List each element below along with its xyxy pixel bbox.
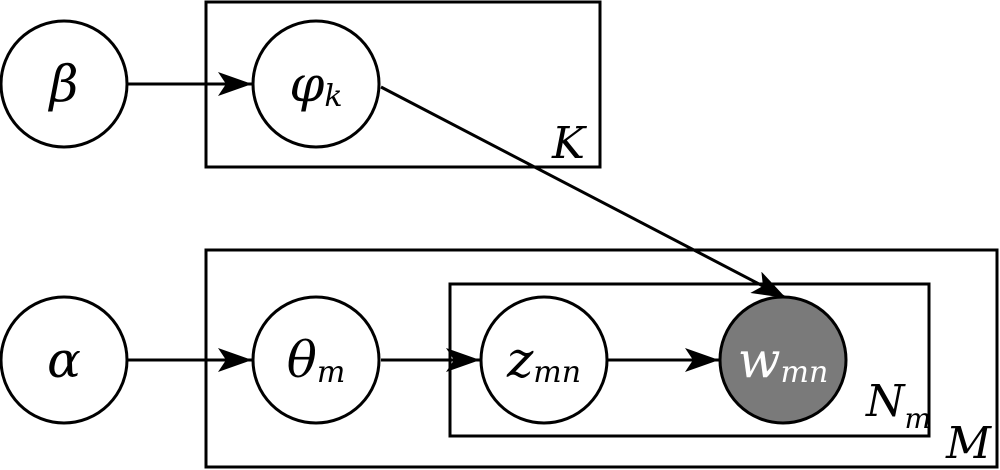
svg-text:θm: θm [287,331,346,390]
svg-text:K: K [551,118,587,169]
svg-text:α: α [47,331,81,389]
svg-text:β: β [48,55,79,113]
node-w-subscript: mn [781,355,829,390]
svg-text:zmn: zmn [506,331,581,390]
svg-text:M: M [945,418,992,469]
edges [128,72,787,372]
node-theta-subscript: m [317,355,345,390]
node-beta: β [0,19,129,149]
node-z: zmn [479,295,609,425]
node-alpha: α [0,295,129,425]
node-theta: θm [251,295,381,425]
edge-phi-to-w [380,85,787,300]
node-w-observed: wmn [718,295,848,425]
node-beta-label: β [48,55,79,113]
plate-n-subscript: m [905,402,932,435]
svg-text:φk: φk [289,55,342,114]
plate-n-label: N [865,376,906,427]
plate-k-label: K [551,118,587,169]
node-z-label: z [506,331,534,389]
node-theta-label: θ [287,331,317,389]
node-phi-label: φ [289,55,324,113]
plate-m-label: M [945,418,992,469]
node-phi: φk [251,19,381,149]
node-phi-subscript: k [324,79,342,114]
node-z-subscript: mn [533,355,581,390]
node-alpha-label: α [47,331,81,389]
svg-text:Nm: Nm [865,376,931,435]
node-w-label: w [738,331,781,389]
svg-text:wmn: wmn [738,331,829,390]
